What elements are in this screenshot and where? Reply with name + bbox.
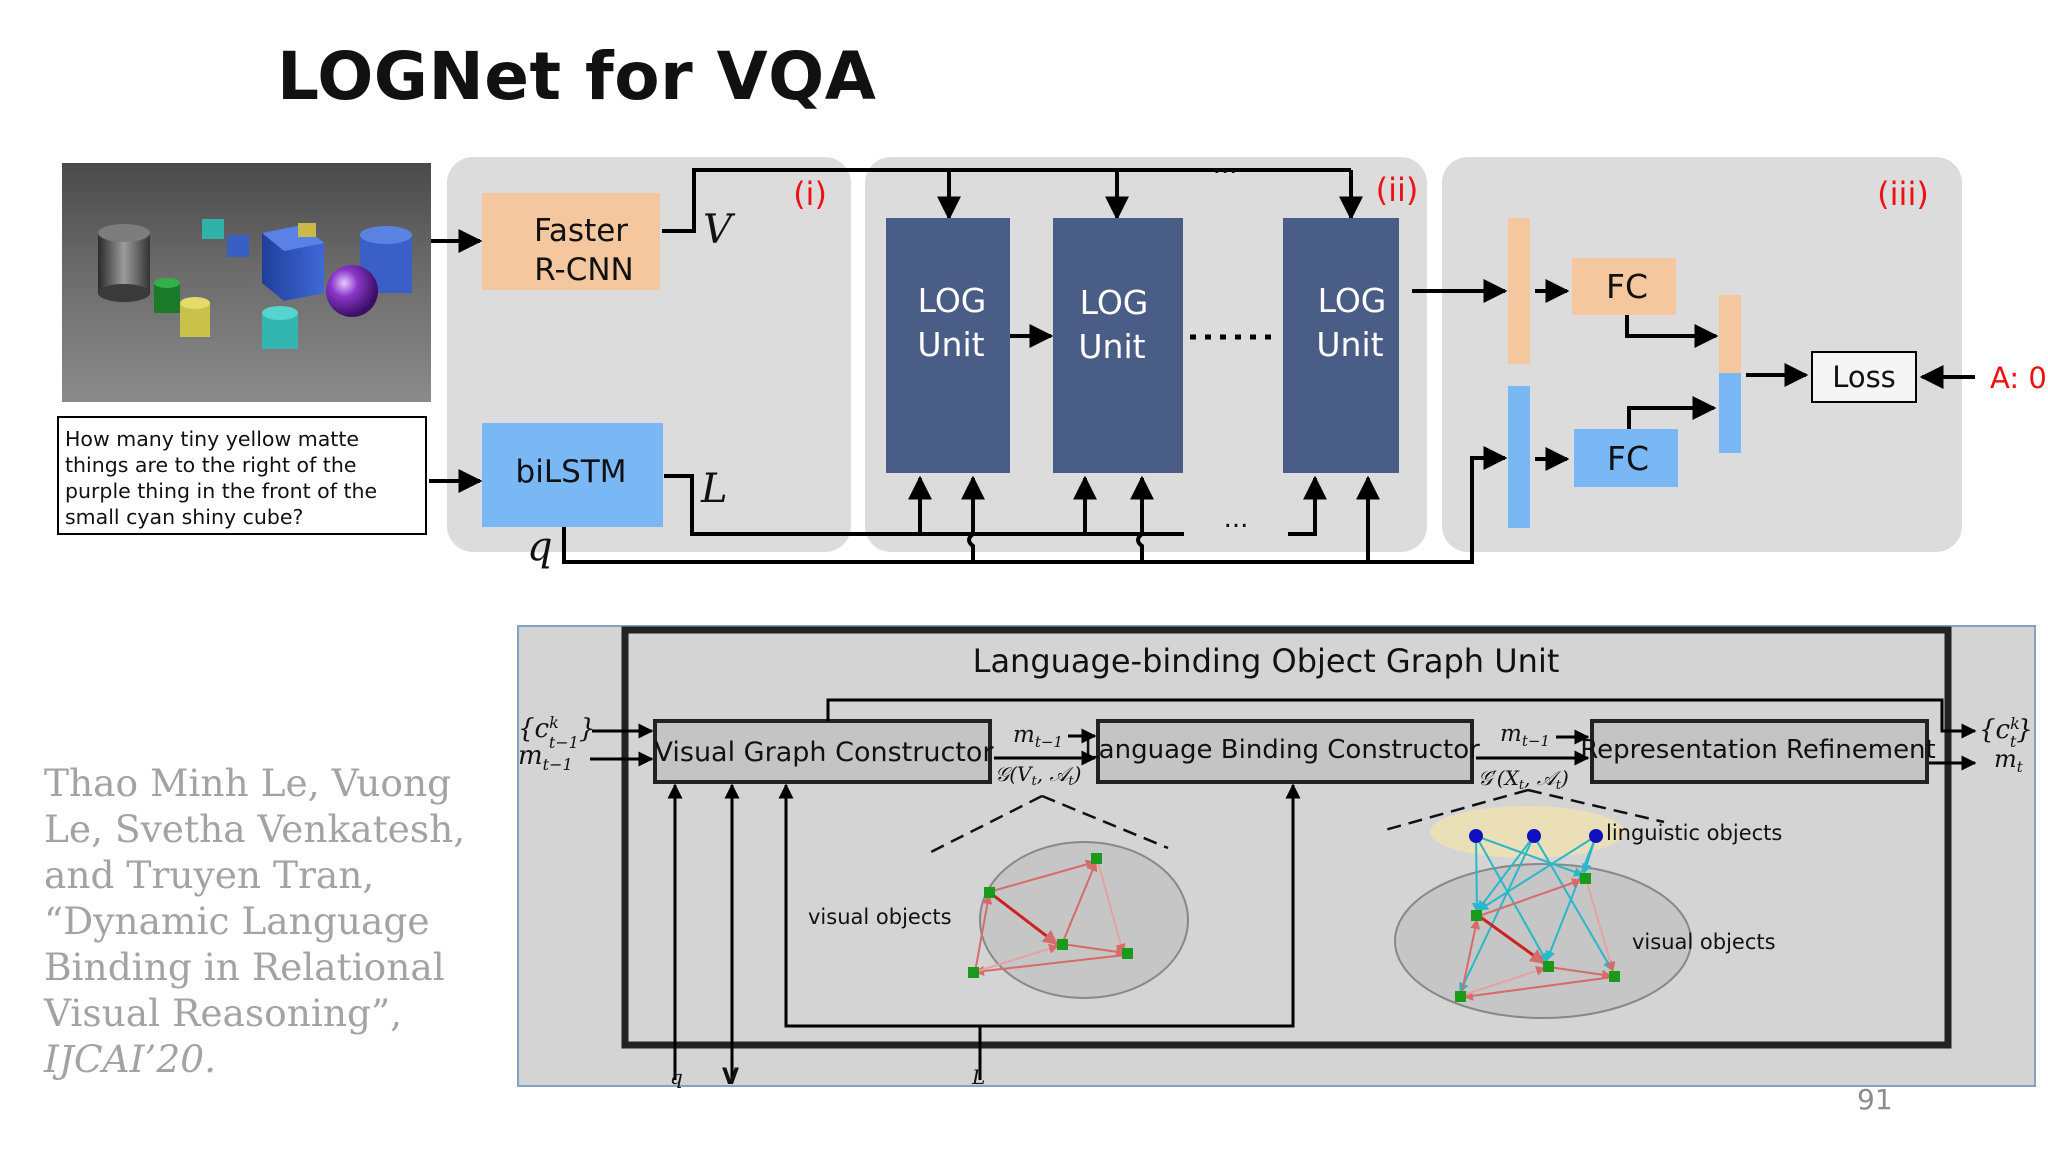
visual-objects-label-1: visual objects [808, 905, 952, 929]
fc-block-bottom [1574, 429, 1678, 487]
section-iii-background [1442, 157, 1962, 552]
bottom-q-label: q [670, 1065, 683, 1089]
graph-label-1: 𝒢(Vt, 𝒜t) [995, 762, 1081, 789]
log-unit-1 [886, 218, 1010, 473]
fc-bottom-label: FC [1607, 439, 1649, 478]
var-q: q [527, 524, 553, 570]
visual-objects-label-2: visual objects [1632, 930, 1776, 954]
citation-text: Thao Minh Le, Vuong Le, Svetha Venkatesh… [44, 761, 466, 1035]
var-v: V [703, 207, 736, 253]
citation: Thao Minh Le, Vuong Le, Svetha Venkatesh… [44, 760, 514, 1082]
section-label-i: (i) [793, 175, 827, 213]
log-unit-detail-frame [621, 626, 1952, 1049]
section-label-iii: (iii) [1877, 175, 1929, 213]
linguistic-objects-label: linguistic objects [1606, 821, 1782, 845]
linguistic-objects-ellipse [1430, 806, 1624, 858]
log-unit-2 [1053, 218, 1183, 473]
bottom-v-label: V [722, 1065, 739, 1090]
fc-top-label: FC [1606, 267, 1648, 306]
log-unit-3-label-1: LOG [1318, 281, 1387, 320]
language-binding-graph [1455, 829, 1620, 1002]
citation-venue: IJCAI’20. [44, 1037, 216, 1081]
answer-label: A: 0 [1990, 361, 2047, 395]
fc-block-top [1572, 258, 1676, 315]
language-binding-constructor-label: Language Binding Constructor [1084, 735, 1480, 765]
log-unit-1-label-1: LOG [918, 281, 987, 320]
log-unit-2-label-2: Unit [1078, 327, 1145, 366]
loss-label: Loss [1832, 360, 1896, 394]
faster-rcnn-label-2: R-CNN [534, 252, 634, 288]
faster-rcnn-block [482, 193, 660, 290]
fused-bar-visual [1719, 295, 1741, 373]
question-box: How many tiny yellow matte things are to… [57, 416, 427, 535]
m-prev-label-2: mt−1 [1500, 721, 1550, 750]
visual-graph-constructor-label: Visual Graph Constructor [655, 737, 995, 768]
log-unit-2-label-1: LOG [1080, 283, 1149, 322]
language-binding-constructor-block [1096, 719, 1474, 784]
section-label-ii: (ii) [1376, 171, 1419, 209]
ellipsis-top: ... [1213, 150, 1238, 180]
input-m-label: mt−1 [518, 741, 573, 774]
log-unit-detail-title: Language-binding Object Graph Unit [973, 642, 1560, 680]
visual-graph-ellipse [979, 841, 1189, 999]
feature-bar-visual [1508, 218, 1530, 364]
log-unit-1-label-2: Unit [917, 325, 984, 364]
feature-bar-language [1508, 386, 1530, 528]
output-m-label: mt [1994, 745, 2024, 776]
ellipsis-bottom: ... [1224, 504, 1249, 534]
bottom-l-label: L [971, 1065, 985, 1089]
bilstm-block [482, 423, 663, 527]
log-unit-3-label-2: Unit [1316, 325, 1383, 364]
representation-refinement-label: Representation Refinement [1580, 735, 1935, 765]
faster-rcnn-label-1: Faster [534, 213, 628, 249]
visual-graph-constructor-block [653, 719, 992, 784]
loss-block [1811, 351, 1917, 403]
visual-graph-1 [968, 853, 1133, 978]
log-unit-detail-background [517, 625, 2036, 1087]
clevr-scene-image [62, 163, 431, 402]
log-unit-3 [1283, 218, 1399, 473]
fused-bar-language [1719, 373, 1741, 453]
page-title: LOGNet for VQA [277, 38, 877, 115]
bilstm-label: biLSTM [516, 454, 627, 490]
representation-refinement-block [1590, 719, 1929, 784]
page-number: 91 [1857, 1083, 1893, 1116]
var-l: L [700, 466, 728, 512]
m-prev-label-1: mt−1 [1013, 722, 1063, 751]
graph-label-2: 𝒢′(Xt, 𝒜t) [1478, 766, 1569, 793]
